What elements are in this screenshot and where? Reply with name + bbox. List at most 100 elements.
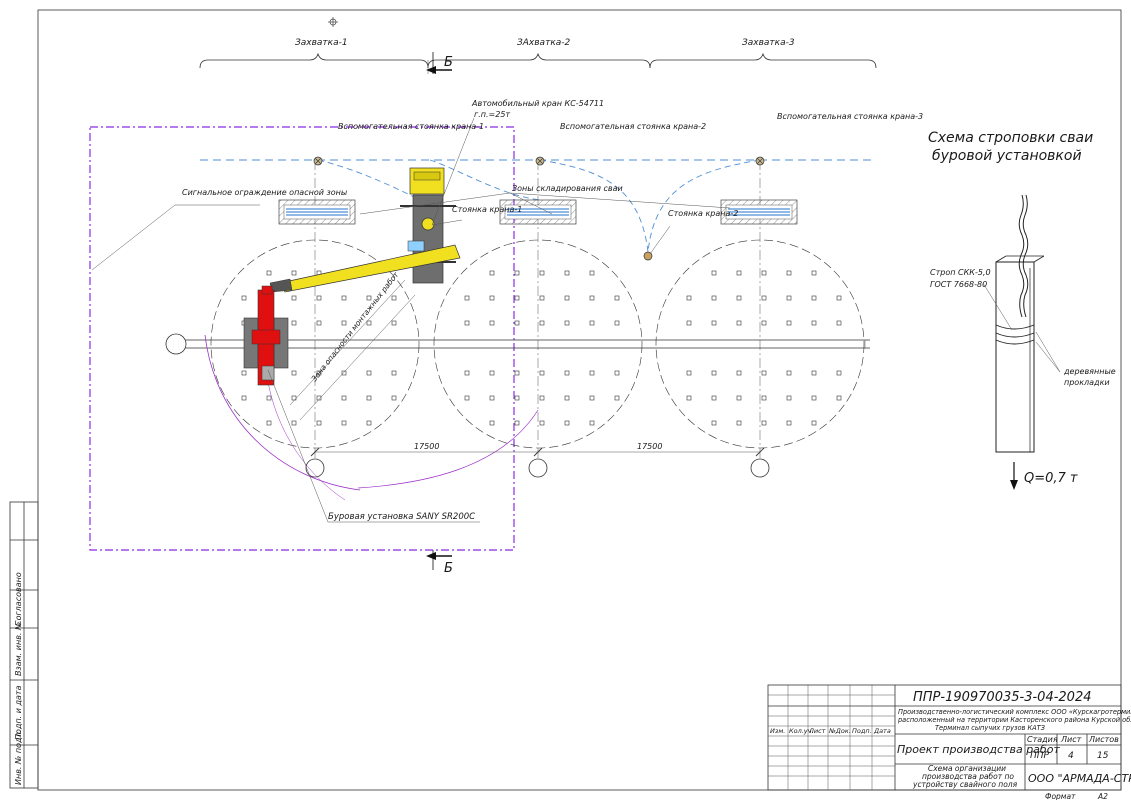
pile-marker [489, 320, 495, 326]
pile-marker [464, 320, 470, 326]
pile-marker [341, 295, 347, 301]
tb-h-list: Лист [808, 727, 826, 735]
pile-marker [514, 295, 520, 301]
sling-scheme [982, 194, 1061, 490]
pile-marker [391, 320, 397, 326]
section-mark-top [426, 52, 452, 74]
pile-field-circles [210, 239, 865, 449]
pile-marker [686, 370, 692, 376]
pile-marker [489, 370, 495, 376]
dimension-2: 17500 [637, 442, 662, 451]
pile-marker [811, 270, 817, 276]
load-label: Q=0,7 т [1024, 471, 1078, 486]
pile-marker [464, 295, 470, 301]
pile-marker [564, 395, 570, 401]
storage-zone-1 [278, 199, 356, 225]
pile-marker [514, 320, 520, 326]
pile-marker [811, 395, 817, 401]
pile-marker [514, 420, 520, 426]
pile-marker [291, 320, 297, 326]
pile-marker [786, 270, 792, 276]
pile-marker [589, 295, 595, 301]
tb-h-doc: №Док. [828, 727, 851, 735]
pile-marker [614, 320, 620, 326]
pile-marker [761, 370, 767, 376]
pile-marker [811, 295, 817, 301]
pile-marker [811, 420, 817, 426]
pile-marker [836, 320, 842, 326]
zone-braces [199, 52, 877, 74]
pile-marker [811, 370, 817, 376]
axis-bubble-1 [305, 458, 325, 478]
pile-marker [341, 395, 347, 401]
pile-marker [786, 370, 792, 376]
pile-marker [341, 420, 347, 426]
pile-marker [589, 395, 595, 401]
crane-reach: г.п.=25т [474, 110, 510, 119]
pile-marker [489, 295, 495, 301]
pile-marker [366, 295, 372, 301]
pile-marker [711, 420, 717, 426]
truck-crane [269, 167, 461, 293]
pile-marker [341, 370, 347, 376]
pile-marker [241, 395, 247, 401]
pile-marker [786, 395, 792, 401]
pile-marker [241, 295, 247, 301]
stand-2-label: Стоянка крана-2 [668, 209, 738, 218]
pile-marker [241, 370, 247, 376]
drilling-rig [243, 285, 289, 386]
pile-marker [786, 420, 792, 426]
pile-marker [736, 420, 742, 426]
side-stamp-3: Взам. инв. № [14, 622, 23, 676]
pile-marker [341, 320, 347, 326]
pile-marker [514, 395, 520, 401]
pile-marker [686, 395, 692, 401]
pile-marker [266, 395, 272, 401]
pile-marker [366, 395, 372, 401]
aux-stand-2-label: Вспомогательная стоянка крана-2 [560, 122, 706, 131]
tb-doc-title: Проект производства работ [897, 743, 1060, 756]
pile-marker [786, 295, 792, 301]
pile-marker [761, 270, 767, 276]
pile-marker [366, 320, 372, 326]
pile-marker [266, 420, 272, 426]
pile-marker [464, 370, 470, 376]
pile-marker [316, 320, 322, 326]
pads-label-2: прокладки [1064, 378, 1110, 387]
storage-zone-3 [720, 199, 798, 225]
leader-lines [91, 117, 731, 523]
piles [241, 270, 842, 426]
pile-marker [761, 320, 767, 326]
pile-marker [564, 270, 570, 276]
pile-marker [614, 395, 620, 401]
pile-marker [391, 295, 397, 301]
tb-sheet: 4 [1068, 751, 1074, 761]
pile-marker [564, 295, 570, 301]
pile-marker [711, 270, 717, 276]
pile-marker [291, 420, 297, 426]
pile-marker [836, 370, 842, 376]
pile-marker [589, 370, 595, 376]
storage-zone-2 [499, 199, 577, 225]
tb-project-3: Терминал сыпучих грузов КАТЗ [935, 724, 1046, 732]
pile-marker [366, 370, 372, 376]
pile-marker [391, 370, 397, 376]
zone-3-label: Захватка-3 [742, 38, 795, 48]
pile-marker [489, 420, 495, 426]
tb-sheets: 15 [1097, 751, 1109, 761]
pile-marker [761, 295, 767, 301]
pile-marker [316, 295, 322, 301]
side-stamp-2: Подп. и дата [14, 685, 23, 740]
pile-marker [811, 320, 817, 326]
sheet-frame [37, 9, 1122, 791]
section-mark-bottom-label: Б [444, 561, 453, 576]
pile-marker [711, 295, 717, 301]
tb-format: А2 [1097, 792, 1108, 800]
pile-marker [291, 270, 297, 276]
pile-marker [711, 395, 717, 401]
signal-fence [89, 126, 515, 551]
dimension-1: 17500 [414, 442, 439, 451]
axis-bubble-2 [528, 458, 548, 478]
pile-marker [711, 320, 717, 326]
section-mark-top-label: Б [444, 55, 453, 70]
